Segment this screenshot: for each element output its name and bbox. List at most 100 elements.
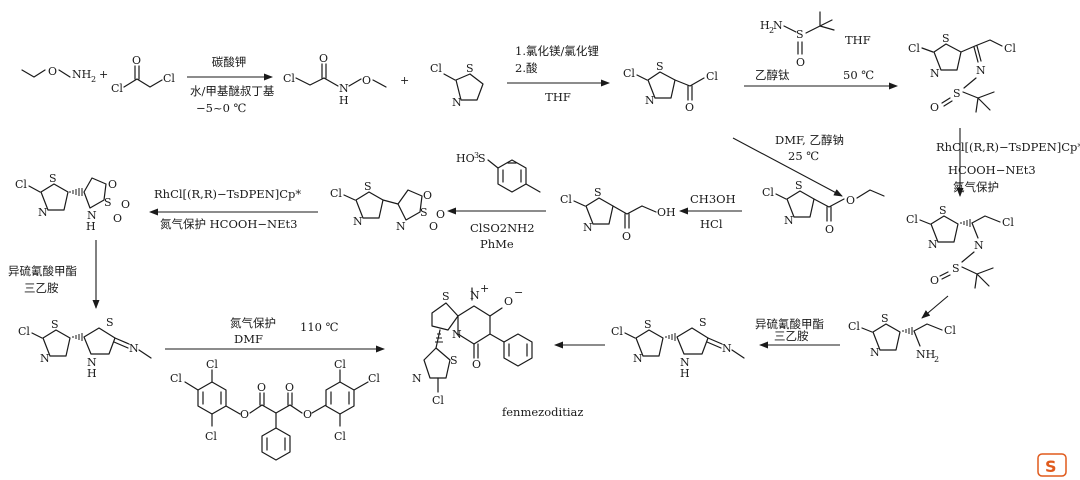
svg-text:Cl: Cl — [1004, 42, 1016, 55]
svg-text:H: H — [760, 19, 770, 32]
svg-text:Cl: Cl — [170, 372, 182, 385]
plus-sign: + — [400, 74, 409, 87]
svg-text:S: S — [953, 87, 961, 100]
svg-text:N: N — [680, 356, 690, 369]
svg-text:Cl: Cl — [623, 67, 635, 80]
svg-text:+: + — [480, 282, 489, 295]
reagent-3-bottom-right: 50 ℃ — [843, 68, 874, 82]
svg-text:N: N — [930, 67, 940, 80]
svg-text:S: S — [478, 152, 486, 165]
svg-text:N: N — [722, 342, 732, 355]
reagent-5-top: DMF, 乙醇钠 — [775, 133, 844, 147]
svg-text:Cl: Cl — [205, 430, 217, 443]
fenmezoditiaz-structure: S N + O − O N S N Cl — [412, 282, 533, 407]
svg-text:O: O — [108, 178, 117, 191]
svg-text:O: O — [930, 101, 939, 114]
svg-text:S: S — [1045, 457, 1057, 476]
reagent-2-top-2: 2.酸 — [515, 61, 538, 75]
reagent-7-bottom-1: ClSO2NH2 — [470, 221, 535, 235]
svg-text:O: O — [113, 212, 122, 225]
svg-text:S: S — [104, 196, 112, 209]
product-name-label: fenmezoditiaz — [502, 405, 583, 419]
svg-text:S: S — [952, 262, 960, 275]
svg-text:O: O — [240, 408, 249, 421]
svg-text:S: S — [450, 354, 458, 367]
svg-text:S: S — [881, 312, 889, 325]
reagent-11-bottom: DMF — [234, 332, 263, 346]
svg-text:S: S — [699, 316, 707, 329]
reagent-9-line-1: 异硫氰酸甲酯 — [8, 264, 77, 278]
svg-text:N: N — [773, 19, 783, 32]
svg-text:O: O — [257, 381, 266, 394]
reagent-11-right: 110 ℃ — [300, 320, 339, 334]
svg-text:S: S — [49, 172, 57, 185]
svg-text:HO: HO — [456, 152, 475, 165]
reagent-3-thf: THF — [845, 33, 871, 47]
svg-text:Cl: Cl — [1002, 216, 1014, 229]
svg-text:Cl: Cl — [906, 213, 918, 226]
reagent-6-bottom: HCl — [700, 217, 723, 231]
svg-text:N: N — [129, 342, 139, 355]
svg-text:Cl: Cl — [560, 193, 572, 206]
svg-text:N: N — [396, 220, 406, 233]
svg-text:N: N — [339, 82, 349, 95]
svg-text:N: N — [87, 356, 97, 369]
reagent-1-bottom-1: 水/甲基醚叔丁基 — [190, 84, 275, 98]
reagent-4-bottom-2: 氮气保护 — [953, 180, 999, 194]
svg-text:Cl: Cl — [334, 430, 346, 443]
reagent-8-top: RhCl[(R,R)−TsDPEN]Cp* — [154, 187, 301, 201]
svg-text:N: N — [928, 238, 938, 251]
reagent-10-line-1: 异硫氰酸甲酯 — [755, 317, 824, 331]
chloroacetyl-chloride-structure: Cl O Cl — [111, 54, 175, 95]
sulfinyl-imine-structure: Cl S N Cl N S O — [908, 32, 1016, 114]
svg-text:3: 3 — [474, 151, 479, 160]
svg-text:S: S — [795, 179, 803, 192]
svg-text:OH: OH — [657, 206, 676, 219]
thiazolidine-imine-structure-right: Cl S N S N H N — [611, 316, 745, 380]
svg-text:S: S — [656, 60, 664, 73]
svg-text:Cl: Cl — [163, 72, 175, 85]
svg-text:NH: NH — [72, 68, 91, 81]
reagent-2-top-1: 1.氯化镁/氯化锂 — [515, 44, 599, 58]
svg-text:Cl: Cl — [944, 324, 956, 337]
svg-text:Cl: Cl — [848, 320, 860, 333]
svg-text:N: N — [633, 352, 643, 365]
svg-text:2: 2 — [934, 355, 939, 364]
reagent-10-line-2: 三乙胺 — [774, 329, 809, 343]
svg-text:S: S — [51, 318, 59, 331]
svg-text:O: O — [685, 101, 694, 114]
hydroxymethyl-ketone-structure: Cl S N O OH — [560, 186, 676, 243]
methoxy-chloroacetamide-structure: Cl O N H O — [283, 52, 387, 107]
svg-text:H: H — [86, 220, 96, 233]
svg-text:NH: NH — [916, 348, 935, 361]
reagent-8-bottom: 氮气保护 HCOOH−NEt3 — [160, 217, 297, 231]
reagent-7-bottom-2: PhMe — [480, 237, 514, 251]
svg-text:O: O — [48, 65, 57, 78]
svg-text:N: N — [38, 206, 48, 219]
svg-text:S: S — [942, 32, 950, 45]
svg-text:O: O — [622, 230, 631, 243]
svg-text:O: O — [796, 56, 805, 69]
svg-text:S: S — [594, 186, 602, 199]
svg-text:S: S — [796, 28, 804, 41]
svg-text:S: S — [644, 318, 652, 331]
chiral-cyclic-sulfamidate-structure: Cl S N O S N H O O — [15, 172, 130, 233]
ethoxymethyl-ketone-structure: Cl S N O O — [762, 179, 885, 236]
reagent-6-top: CH3OH — [690, 192, 736, 206]
svg-text:O: O — [121, 198, 130, 211]
cyclic-sulfamidate-imine-structure: Cl S N O S N O O — [330, 180, 445, 233]
tert-butanesulfinamide-structure: H 2 N S O — [760, 11, 835, 69]
svg-text:N: N — [784, 214, 794, 227]
svg-text:N: N — [412, 372, 422, 385]
svg-text:N: N — [870, 346, 880, 359]
svg-text:Cl: Cl — [430, 62, 442, 75]
reagent-3-bottom-left: 乙醇钛 — [755, 68, 790, 82]
reaction-arrow-10 — [921, 295, 949, 319]
svg-text:O: O — [930, 274, 939, 287]
svg-text:Cl: Cl — [334, 358, 346, 371]
svg-text:N: N — [974, 239, 984, 252]
chloroethylamine-thiazole-structure: Cl S N Cl NH 2 — [848, 312, 956, 364]
reaction-arrow-5 — [732, 137, 843, 197]
bis-trichlorophenyl-phenylmalonate-structure: Cl Cl Cl O O O O Cl Cl Cl — [170, 358, 380, 461]
